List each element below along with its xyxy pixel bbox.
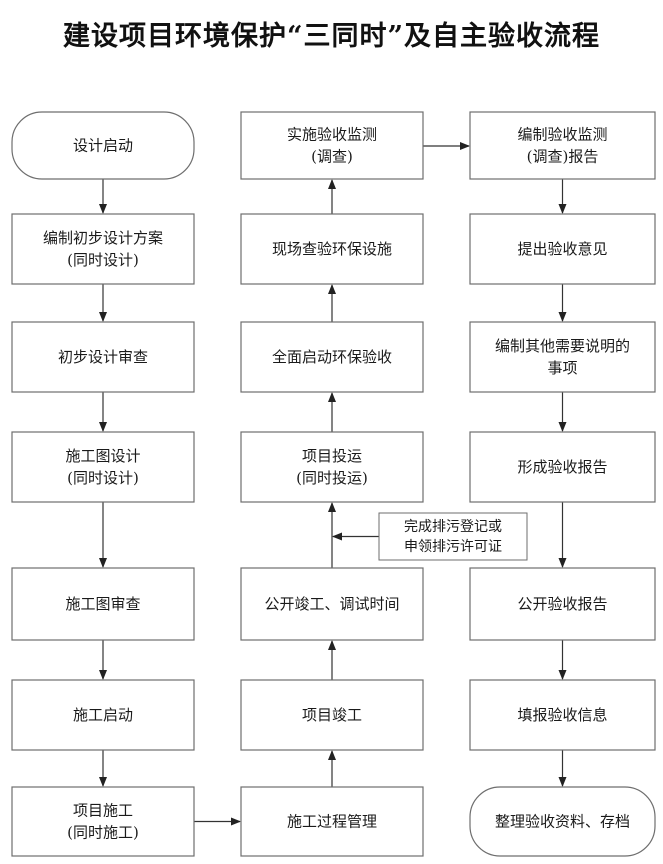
node-label: (同时施工) [67, 824, 139, 842]
node-label: 施工图设计 [65, 447, 140, 465]
node-monitoring-report: 编制验收监测 (调查)报告 [469, 111, 656, 180]
node-label: 编制验收监测 [517, 126, 607, 144]
note-label: 申领排污许可证 [404, 539, 502, 555]
node-label: 形成验收报告 [517, 458, 607, 476]
node-construction-review: 施工图审查 [11, 567, 195, 641]
node-label: 项目投运 [302, 447, 362, 465]
node-label: 施工图审查 [65, 595, 140, 613]
node-label: (同时投运) [296, 469, 368, 487]
node-site-inspection: 现场查验环保设施 [240, 213, 424, 285]
node-label: 设计启动 [73, 137, 133, 155]
node-construction-design: 施工图设计 (同时设计) [11, 431, 195, 503]
node-label: 施工启动 [73, 706, 133, 724]
node-process-mgmt: 施工过程管理 [240, 786, 424, 857]
node-prelim-plan: 编制初步设计方案 (同时设计) [11, 213, 195, 285]
node-completion: 项目竣工 [240, 679, 424, 751]
node-full-acceptance: 全面启动环保验收 [240, 321, 424, 393]
node-label: 编制初步设计方案 [43, 229, 163, 247]
node-archive: 整理验收资料、存档 [469, 786, 656, 857]
node-label: 全面启动环保验收 [272, 348, 392, 366]
node-label: 填报验收信息 [517, 706, 607, 724]
node-label: (调查)报告 [527, 148, 599, 166]
note-label: 完成排污登记或 [404, 519, 502, 535]
node-operation: 项目投运 (同时投运) [240, 431, 424, 503]
node-publish-times: 公开竣工、调试时间 [240, 567, 424, 641]
node-label: (同时设计) [67, 251, 139, 269]
node-label: 施工过程管理 [287, 813, 377, 831]
node-project-construction: 项目施工 (同时施工) [11, 786, 195, 857]
node-label: 现场查验环保设施 [272, 240, 392, 258]
diagram-title: 建设项目环境保护“三同时”及自主验收流程 [62, 21, 601, 52]
node-prelim-review: 初步设计审查 [11, 321, 195, 393]
node-label: (同时设计) [67, 469, 139, 487]
node-design-start: 设计启动 [11, 111, 195, 180]
node-fill-info: 填报验收信息 [469, 679, 656, 751]
node-label: (调查) [311, 148, 353, 166]
node-opinion: 提出验收意见 [469, 213, 656, 285]
node-form-report: 形成验收报告 [469, 431, 656, 503]
node-label: 公开竣工、调试时间 [264, 595, 399, 613]
node-label: 初步设计审查 [58, 348, 148, 366]
node-publish-report: 公开验收报告 [469, 567, 656, 641]
node-label: 提出验收意见 [517, 240, 607, 258]
node-label: 项目竣工 [302, 706, 362, 724]
node-label: 公开验收报告 [517, 595, 607, 613]
node-label: 事项 [547, 359, 577, 377]
node-label: 实施验收监测 [287, 126, 377, 144]
node-monitoring: 实施验收监测 (调查) [240, 111, 424, 180]
node-construction-start: 施工启动 [11, 679, 195, 751]
node-label: 编制其他需要说明的 [495, 337, 630, 355]
node-label: 整理验收资料、存档 [495, 813, 630, 831]
node-label: 项目施工 [73, 802, 133, 820]
